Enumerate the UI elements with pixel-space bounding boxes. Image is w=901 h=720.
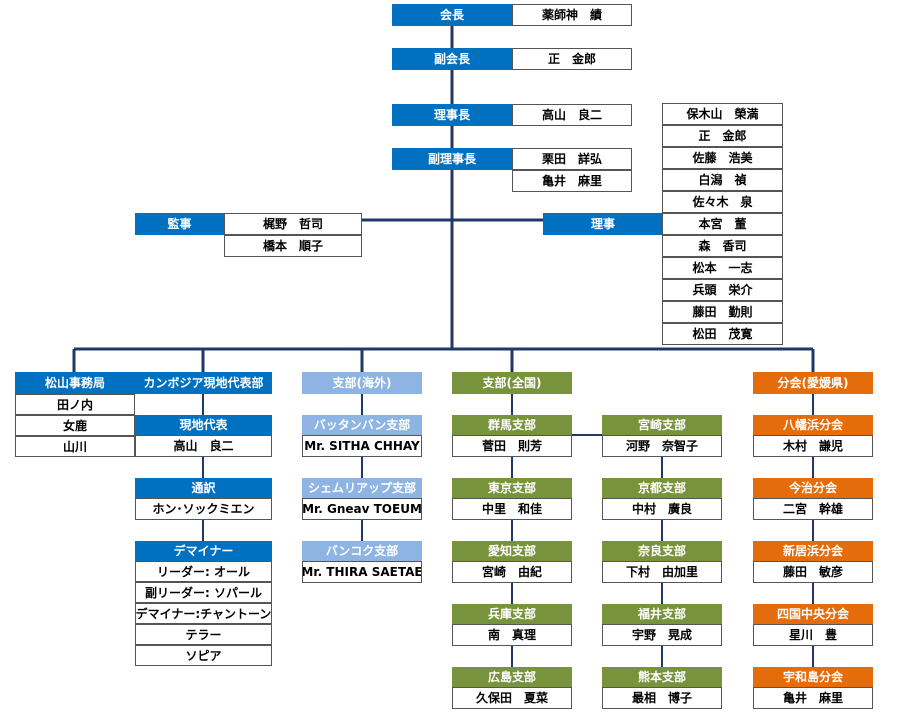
auditor-name: 橋本 順子 (224, 235, 362, 257)
ehime-branch-name: 木村 謙児 (753, 435, 873, 457)
ehime-branch-title: 宇和島分会 (753, 667, 873, 687)
ehime-branch-name: 亀井 麻里 (753, 687, 873, 709)
ehime-branch-name: 二宮 幹雄 (753, 498, 873, 520)
director-name: 正 金郎 (662, 125, 783, 147)
national-branch-name: 中里 和佳 (452, 498, 572, 520)
national-branch-title: 福井支部 (602, 604, 722, 624)
directors-title: 理事 (543, 213, 663, 235)
national-branch-title: 群馬支部 (452, 415, 572, 435)
director-name: 佐々木 泉 (662, 191, 783, 213)
national-branch-name: 下村 由加里 (602, 561, 722, 583)
ehime-branch-name: 藤田 敏彦 (753, 561, 873, 583)
national-branch-name: 南 真理 (452, 624, 572, 646)
ehime-branch-title: 八幡浜分会 (753, 415, 873, 435)
overseas-branch-name: Mr. THIRA SAETAE (302, 561, 422, 583)
national-branch-name: 菅田 則芳 (452, 435, 572, 457)
interpreter-title: 通訳 (135, 478, 272, 498)
cambodia-rep-name: 高山 良二 (135, 435, 272, 457)
vice-director-general-name: 栗田 詳弘 (512, 148, 632, 170)
deminer-member: テラー (135, 624, 272, 645)
matsuyama-title: 松山事務局 (15, 372, 135, 394)
cambodia-title: カンボジア現地代表部 (135, 372, 272, 394)
national-branch-title: 奈良支部 (602, 541, 722, 561)
vice-chairman-title: 副会長 (392, 48, 512, 70)
national-branch-name: 河野 奈智子 (602, 435, 722, 457)
overseas-branch-name: Mr. Gneav TOEUM (302, 498, 422, 520)
director-name: 白潟 禎 (662, 169, 783, 191)
chairman-title: 会長 (392, 4, 512, 26)
auditor-name: 梶野 哲司 (224, 213, 362, 235)
deminer-member: 副リーダー: ソパール (135, 582, 272, 603)
national-branch-name: 最相 博子 (602, 687, 722, 709)
vice-chairman-name: 正 金郎 (512, 48, 632, 70)
ehime-branch-title: 新居浜分会 (753, 541, 873, 561)
director-name: 松田 茂寛 (662, 323, 783, 345)
matsuyama-member: 山川 (15, 436, 135, 457)
director-name: 本宮 董 (662, 213, 783, 235)
overseas-branch-title: バンコク支部 (302, 541, 422, 561)
national-branch-name: 中村 廣良 (602, 498, 722, 520)
national-branch-title: 兵庫支部 (452, 604, 572, 624)
national-branch-title: 東京支部 (452, 478, 572, 498)
director-general-name: 高山 良二 (512, 104, 632, 126)
national-branch-title: 京都支部 (602, 478, 722, 498)
cambodia-rep-title: 現地代表 (135, 415, 272, 435)
director-name: 兵頭 栄介 (662, 279, 783, 301)
ehime-branch-title: 今治分会 (753, 478, 873, 498)
national-branch-title: 愛知支部 (452, 541, 572, 561)
director-name: 佐藤 浩美 (662, 147, 783, 169)
national-title: 支部(全国) (452, 372, 572, 394)
director-name: 森 香司 (662, 235, 783, 257)
director-name: 松本 一志 (662, 257, 783, 279)
auditors-title: 監事 (135, 213, 224, 235)
national-branch-name: 宮崎 由紀 (452, 561, 572, 583)
deminer-member: デマイナー:チャントーン (135, 603, 272, 624)
national-branch-name: 久保田 夏菜 (452, 687, 572, 709)
national-branch-name: 宇野 晃成 (602, 624, 722, 646)
national-branch-title: 宮崎支部 (602, 415, 722, 435)
deminer-member: ソピア (135, 645, 272, 666)
director-name: 藤田 勤則 (662, 301, 783, 323)
vice-director-general-title: 副理事長 (392, 148, 512, 170)
interpreter-name: ホン･ソックミエン (135, 498, 272, 520)
deminer-title: デマイナー (135, 541, 272, 561)
director-name: 保木山 榮満 (662, 103, 783, 125)
matsuyama-member: 女鹿 (15, 415, 135, 436)
overseas-title: 支部(海外) (302, 372, 422, 394)
deminer-member: リーダー: オール (135, 561, 272, 582)
vice-director-general-name: 亀井 麻里 (512, 170, 632, 192)
ehime-branch-name: 星川 豊 (753, 624, 873, 646)
chairman-name: 薬師神 績 (512, 4, 632, 26)
ehime-branch-title: 四国中央分会 (753, 604, 873, 624)
national-branch-title: 広島支部 (452, 667, 572, 687)
director-general-title: 理事長 (392, 104, 512, 126)
national-branch-title: 熊本支部 (602, 667, 722, 687)
overseas-branch-name: Mr. SITHA CHHAY (302, 435, 422, 457)
matsuyama-member: 田ノ内 (15, 394, 135, 415)
ehime-title: 分会(愛媛県) (753, 372, 873, 394)
overseas-branch-title: バッタンバン支部 (302, 415, 422, 435)
overseas-branch-title: シェムリアップ支部 (302, 478, 422, 498)
